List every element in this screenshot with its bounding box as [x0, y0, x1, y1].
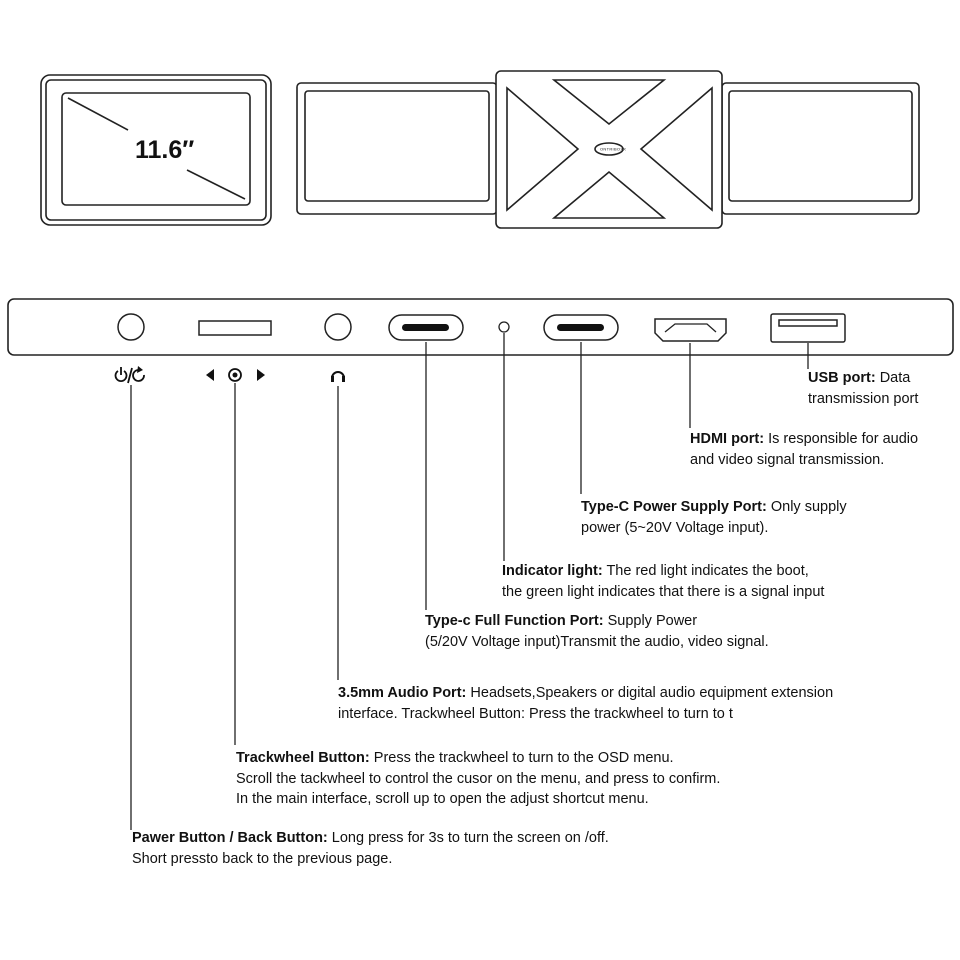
single-monitor-view [40, 74, 272, 226]
hdmi-port-desc-2: and video signal transmission. [690, 451, 885, 468]
typec-power-desc-1: Only supply [766, 499, 847, 515]
port-usb [770, 313, 846, 343]
usb-port-title: USB port: [808, 370, 876, 386]
port-audio-jack [324, 313, 352, 341]
trackwheel-desc-1: Press the trackwheel to turn to the OSD … [369, 750, 674, 766]
audio-port-desc-2: interface. Trackwheel Button: Press the … [338, 705, 733, 722]
audio-port-title: 3.5mm Audio Port: [338, 685, 467, 701]
power-button-label: Pawer Button / Back Button: Long press f… [132, 828, 609, 869]
typec-full-desc-2: (5/20V Voltage input)Transmit the audio,… [425, 633, 769, 650]
leader-lines [130, 333, 809, 830]
audio-port-label: 3.5mm Audio Port: Headsets,Speakers or d… [338, 683, 833, 724]
screen-size-label: 11.6′′ [135, 136, 194, 164]
trackwheel-title: Trackwheel Button: [236, 750, 370, 766]
indicator-light-desc-2: the green light indicates that there is … [502, 583, 825, 600]
trackwheel-label: Trackwheel Button: Press the trackwheel … [236, 748, 720, 810]
trackwheel-arrows-icon [206, 368, 265, 382]
port-indicator-light [498, 321, 510, 333]
hdmi-port-label: HDMI port: Is responsible for audio and … [690, 429, 918, 470]
usb-port-desc-1: Data [875, 370, 911, 386]
port-typec-power [543, 314, 619, 341]
power-back-icon [114, 366, 145, 384]
power-button-desc-2: Short pressto back to the previous page. [132, 850, 393, 867]
brand-logo-badge [594, 142, 624, 156]
typec-power-desc-2: power (5~20V Voltage input). [581, 519, 769, 536]
brand-logo-text: ONTRIBOXX [600, 147, 626, 152]
typec-full-title: Type-c Full Function Port: [425, 613, 604, 629]
indicator-light-title: Indicator light: [502, 563, 603, 579]
port-typec-full [388, 314, 464, 341]
trackwheel-desc-2: Scroll the tackwheel to control the cuso… [236, 770, 721, 787]
hdmi-port-title: HDMI port: [690, 431, 765, 447]
usb-port-desc-2: transmission port [808, 390, 919, 407]
typec-power-title: Type-C Power Supply Port: [581, 499, 767, 515]
power-button-desc-1: Long press for 3s to turn the screen on … [327, 830, 609, 846]
typec-full-desc-1: Supply Power [603, 613, 698, 629]
headphone-icon [331, 371, 345, 382]
typec-full-label: Type-c Full Function Port: Supply Power … [425, 611, 769, 652]
port-trackwheel [198, 320, 272, 336]
indicator-light-label: Indicator light: The red light indicates… [502, 561, 824, 602]
audio-port-desc-1: Headsets,Speakers or digital audio equip… [466, 685, 834, 701]
side-port-panel [7, 298, 954, 356]
usb-port-label: USB port: Data transmission port [808, 368, 918, 409]
typec-power-label: Type-C Power Supply Port: Only supply po… [581, 497, 847, 538]
hdmi-port-desc-1: Is responsible for audio [764, 431, 919, 447]
power-button-title: Pawer Button / Back Button: [132, 830, 328, 846]
port-hdmi [654, 318, 727, 342]
indicator-light-desc-1: The red light indicates the boot, [602, 563, 809, 579]
trackwheel-desc-3: In the main interface, scroll up to open… [236, 791, 649, 807]
triple-monitor-view [296, 70, 920, 229]
port-power-button [117, 313, 145, 341]
